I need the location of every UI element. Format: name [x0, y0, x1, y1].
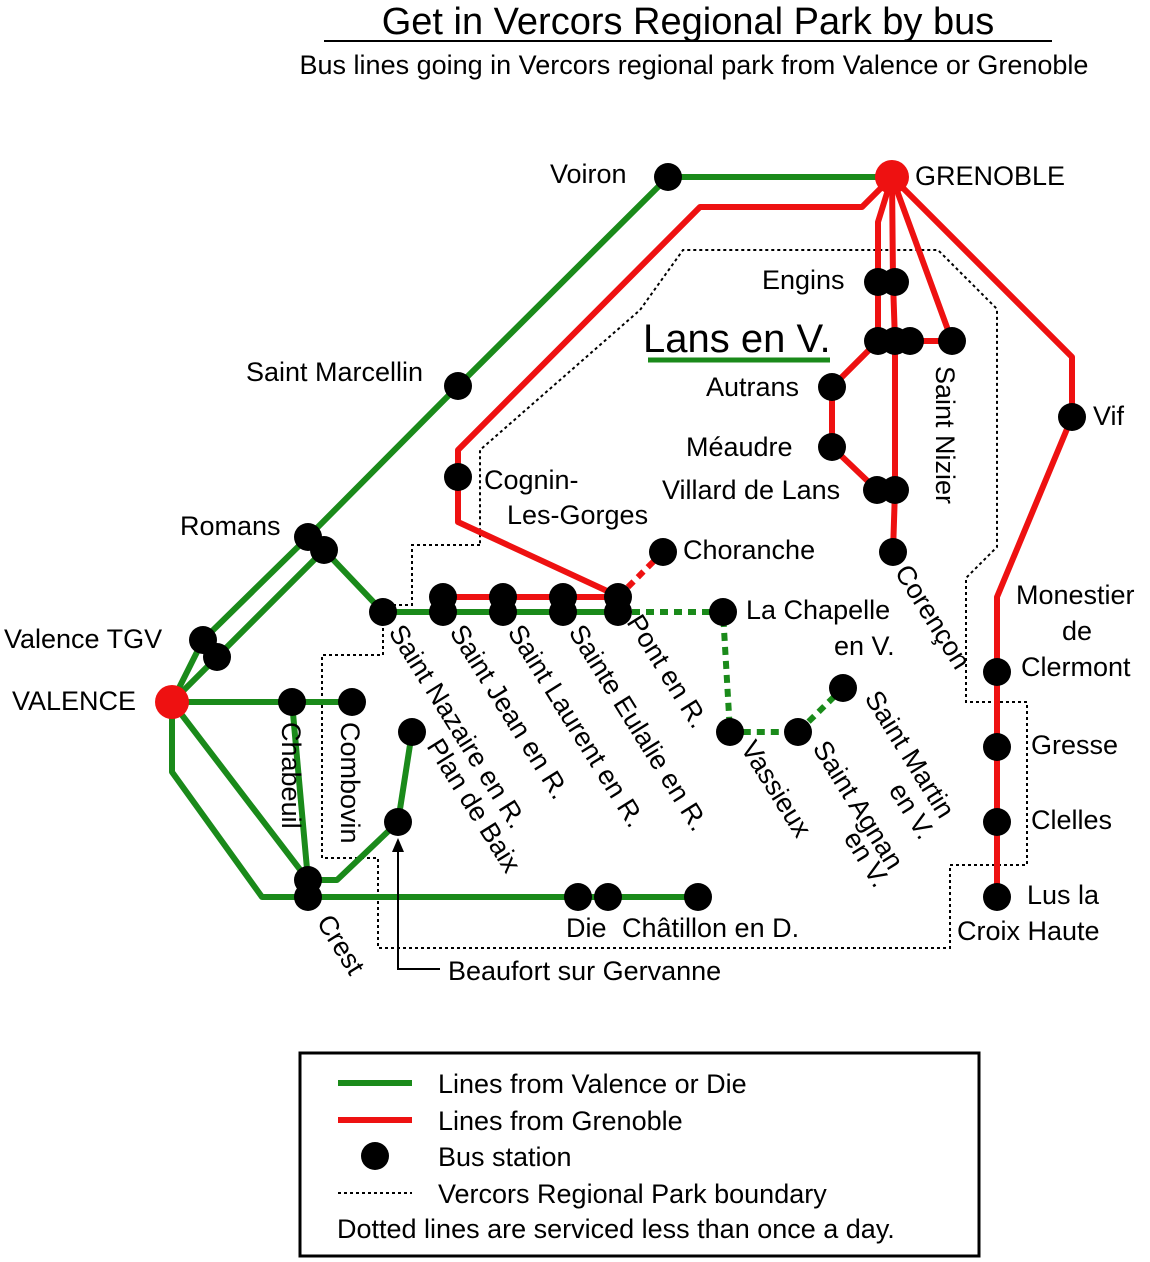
station-romans-b — [310, 536, 338, 564]
label-lans: Lans en V. — [643, 317, 831, 361]
station-la-chapelle — [709, 598, 737, 626]
station-corencon — [879, 538, 907, 566]
map-title: Get in Vercors Regional Park by bus — [382, 1, 995, 43]
stations — [189, 163, 1086, 911]
label-valence-tgv: Valence TGV — [4, 624, 162, 654]
station-combovin — [338, 688, 366, 716]
label-la-chapelle-1: La Chapelle — [746, 595, 890, 625]
station-saint-nizier — [938, 327, 966, 355]
station-saint-martin — [829, 674, 857, 702]
station-saint-jean-b — [429, 598, 457, 626]
label-monestier-3: Clermont — [1021, 652, 1131, 682]
label-villard: Villard de Lans — [662, 475, 840, 505]
station-monestier — [983, 658, 1011, 686]
station-chabeuil — [278, 688, 306, 716]
station-saint-marcellin — [444, 372, 472, 400]
legend-station-icon — [361, 1142, 389, 1170]
label-saint-nizier: Saint Nizier — [930, 366, 960, 504]
label-crest: Crest — [311, 909, 371, 980]
label-chabeuil: Chabeuil — [276, 722, 306, 829]
label-engins: Engins — [762, 265, 845, 295]
station-saint-nazaire — [369, 598, 397, 626]
station-choranche — [649, 538, 677, 566]
station-clelles — [983, 808, 1011, 836]
map-subtitle: Bus lines going in Vercors regional park… — [300, 50, 1089, 80]
station-voiron — [654, 163, 682, 191]
label-meaudre: Méaudre — [686, 432, 793, 462]
label-combovin: Combovin — [335, 722, 365, 844]
station-pont-b — [604, 598, 632, 626]
legend-bus-station: Bus station — [438, 1142, 572, 1172]
label-grenoble: GRENOBLE — [915, 161, 1065, 191]
line-grenoble-cognin-pont — [455, 174, 895, 600]
station-crest-b — [294, 883, 322, 911]
label-corencon: Corençon — [889, 559, 976, 674]
label-choranche: Choranche — [683, 535, 815, 565]
label-chatillon: Châtillon en D. — [622, 913, 799, 943]
line-valence-romans-tgv — [169, 547, 327, 705]
station-lans-c — [896, 327, 924, 355]
station-meaudre — [818, 433, 846, 461]
label-cognin-2: Les-Gorges — [507, 500, 648, 530]
label-beaufort: Beaufort sur Gervanne — [448, 956, 721, 986]
label-autrans: Autrans — [706, 372, 799, 402]
line-valence-die — [169, 702, 698, 900]
station-autrans — [818, 373, 846, 401]
station-valence-tgv-b — [203, 643, 231, 671]
label-lus-2: Croix Haute — [957, 916, 1100, 946]
legend-dotted-note: Dotted lines are serviced less than once… — [337, 1214, 895, 1244]
label-clelles: Clelles — [1031, 805, 1112, 835]
label-die: Die — [566, 913, 607, 943]
hub-grenoble — [875, 160, 909, 194]
station-plan-de-baix — [398, 718, 426, 746]
beaufort-arrow-line — [397, 850, 440, 970]
station-lus — [983, 883, 1011, 911]
legend-grenoble-lines: Lines from Grenoble — [438, 1106, 683, 1136]
legend-boundary: Vercors Regional Park boundary — [438, 1179, 827, 1209]
label-vassieux: Vassieux — [735, 735, 818, 843]
station-saint-agnan — [784, 718, 812, 746]
station-die-b — [594, 883, 622, 911]
line-pont-choranche — [615, 549, 666, 600]
label-voiron: Voiron — [550, 159, 627, 189]
park-boundary — [321, 249, 1028, 949]
label-gresse: Gresse — [1031, 730, 1118, 760]
station-villard-b — [881, 476, 909, 504]
label-vif: Vif — [1093, 401, 1125, 431]
beaufort-arrowhead — [392, 838, 404, 852]
station-vassieux — [716, 718, 744, 746]
legend-valence-lines: Lines from Valence or Die — [438, 1069, 747, 1099]
station-gresse — [983, 733, 1011, 761]
legend-box — [298, 1051, 981, 1258]
station-vif — [1058, 403, 1086, 431]
label-saint-marcellin: Saint Marcellin — [246, 357, 423, 387]
station-engins-b — [881, 268, 909, 296]
label-monestier-2: de — [1062, 616, 1092, 646]
label-la-chapelle-2: en V. — [834, 631, 895, 661]
label-romans: Romans — [180, 511, 281, 541]
legend: Lines from Valence or Die Lines from Gre… — [298, 1051, 981, 1258]
station-saint-laurent-b — [489, 598, 517, 626]
station-cognin — [444, 463, 472, 491]
station-beaufort — [384, 808, 412, 836]
station-sainte-eulalie-b — [549, 598, 577, 626]
hub-valence — [155, 685, 189, 719]
label-monestier-1: Monestier — [1016, 580, 1135, 610]
label-lus-1: Lus la — [1027, 880, 1100, 910]
label-valence: VALENCE — [12, 686, 136, 716]
station-chatillon — [684, 883, 712, 911]
station-die-a — [564, 883, 592, 911]
line-crest-plan-de-baix — [308, 731, 415, 883]
label-cognin-1: Cognin- — [484, 465, 579, 495]
